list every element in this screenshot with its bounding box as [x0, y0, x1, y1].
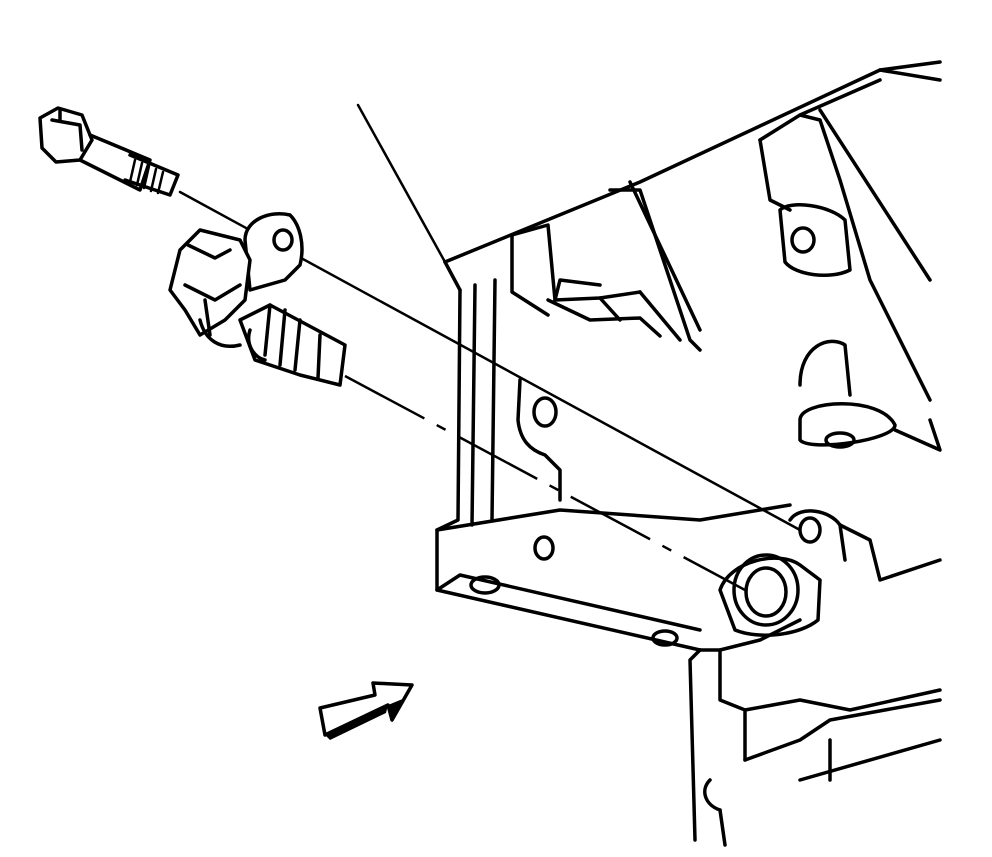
hex-bolt-icon [38, 106, 180, 197]
sensor-alignment-line [344, 374, 746, 592]
engine-block [356, 60, 942, 847]
sensor-icon [168, 212, 347, 387]
arrow-right-icon [318, 681, 414, 740]
